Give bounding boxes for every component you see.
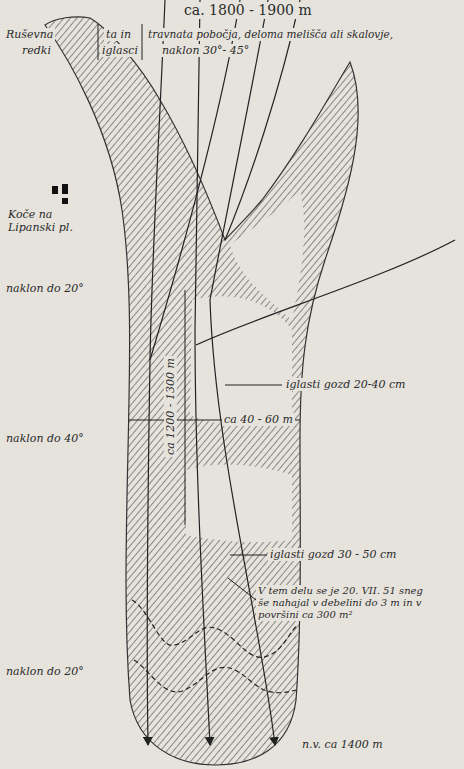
slope-label: naklon do 40° [4,432,86,445]
elevation-label: n.v. ca 1400 m [300,738,385,751]
clear-area [230,190,304,320]
snow-note: V tem delu se je 20. VII. 51 sneg še nah… [256,585,438,621]
column-dividers [98,24,142,60]
slope-label: naklon do 20° [4,665,86,678]
forest-label: iglasti gozd 30 - 50 cm [268,548,399,561]
width-dimension: ca 40 - 60 m [222,413,295,426]
clear-area [190,296,292,425]
elevation-label: ca. 1800 - 1900 m [182,2,314,19]
column-heading: Ruševna [4,28,55,41]
hut-symbols [52,184,68,204]
column-heading: iglasci [100,44,140,57]
column-heading: ta in [104,28,133,41]
slope-label: naklon do 20° [4,282,86,295]
column-heading: travnata pobočja, deloma melišča ali ska… [146,28,395,41]
length-dimension: ca 1200 - 1300 m [164,356,177,457]
slope-label: naklon 30°- 45° [160,44,251,57]
hut-label: Koče na Lipanski pl. [6,208,88,234]
flow-lines [147,0,455,745]
forest-label: iglasti gozd 20-40 cm [284,378,408,391]
column-heading: redki [20,44,53,57]
